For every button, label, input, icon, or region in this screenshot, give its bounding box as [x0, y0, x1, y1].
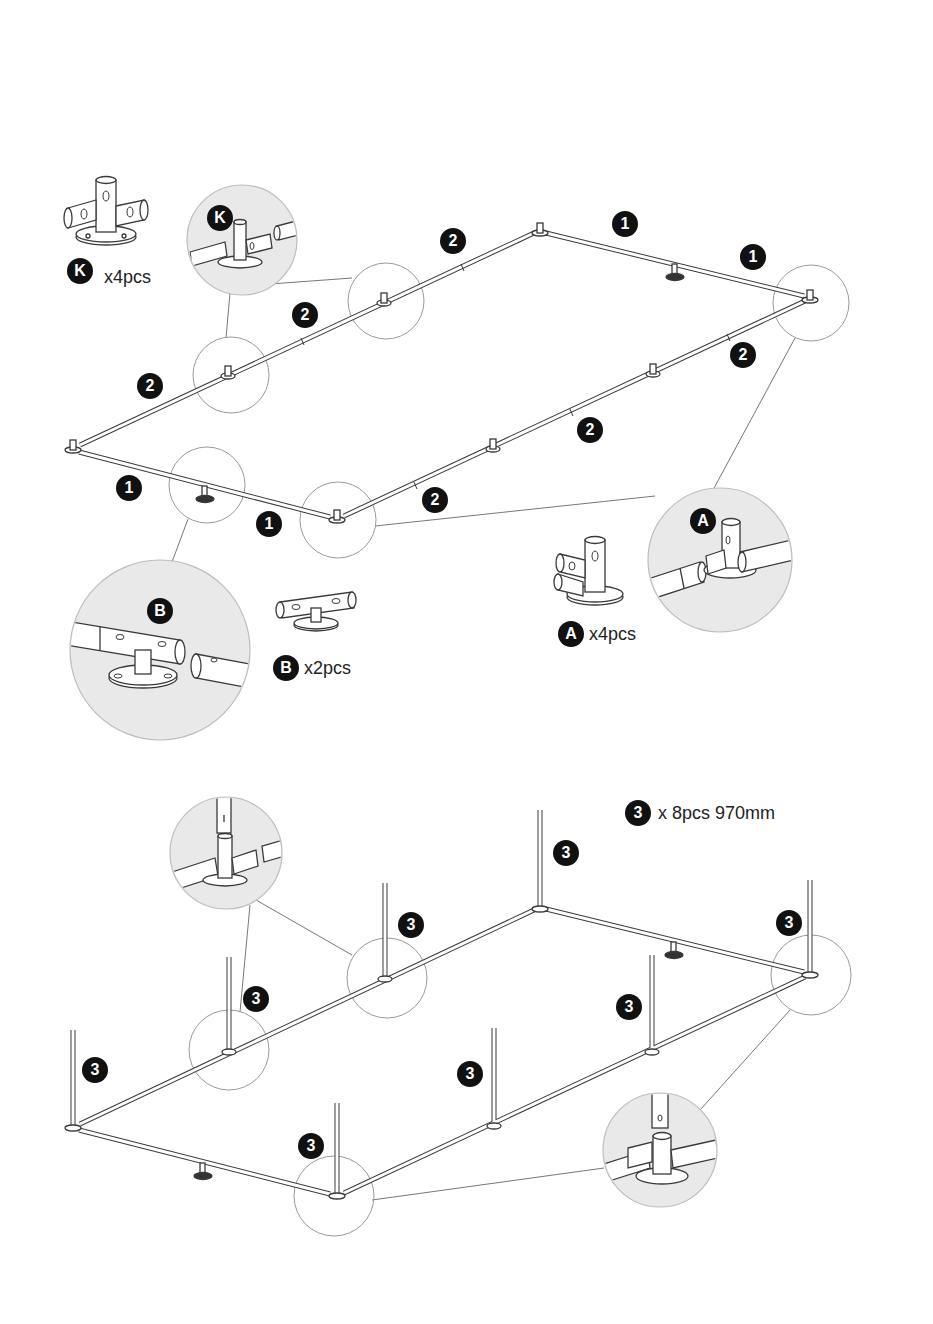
b-magnifier	[60, 560, 260, 740]
callout-number: 3	[466, 1065, 475, 1082]
callout-number: A	[697, 512, 709, 529]
callout-badge: 1	[612, 211, 638, 237]
callout-badge: B	[273, 655, 299, 681]
top-frame	[65, 223, 818, 523]
callout-badge: 3	[243, 986, 269, 1012]
callout-badge: 1	[116, 475, 142, 501]
post-magnifier	[170, 795, 292, 909]
callout-badge: A	[690, 508, 716, 534]
callout-badge: A	[558, 621, 584, 647]
callout-badge: 3	[398, 912, 424, 938]
callout-number: 3	[307, 1137, 316, 1154]
callout-number: 3	[634, 804, 643, 821]
callout-number: 2	[449, 232, 458, 249]
k-connector-icon	[64, 177, 148, 246]
callout-number: 3	[785, 914, 794, 931]
callout-number: 3	[407, 916, 416, 933]
quantity-label: x2pcs	[304, 657, 351, 679]
callout-number: B	[154, 602, 166, 619]
callout-number: 1	[749, 248, 758, 265]
callout-number: K	[74, 262, 86, 279]
quantity-label: x4pcs	[589, 623, 636, 645]
callout-badge: 3	[553, 840, 579, 866]
a-connector-icon	[554, 537, 623, 606]
quantity-label: x4pcs	[104, 266, 151, 288]
a-magnifier	[645, 488, 802, 632]
callout-number: 2	[739, 346, 748, 363]
callout-number: 3	[91, 1061, 100, 1078]
callout-badge: 2	[440, 228, 466, 254]
k-magnifier	[187, 185, 302, 295]
leader-lines-bottom	[240, 900, 790, 1200]
corner-magnifier	[603, 1092, 718, 1207]
callout-number: 3	[252, 990, 261, 1007]
callout-number: 2	[586, 421, 595, 438]
callout-badge: 1	[740, 244, 766, 270]
callout-badge: 1	[256, 511, 282, 537]
callout-number: 2	[301, 306, 310, 323]
callout-badge: 3	[776, 910, 802, 936]
callout-number: A	[565, 625, 577, 642]
callout-badge: 2	[577, 417, 603, 443]
quantity-label: x 8pcs 970mm	[658, 802, 775, 824]
callout-badge: 2	[137, 373, 163, 399]
leader-lines	[172, 278, 795, 562]
callout-number: 3	[562, 844, 571, 861]
locator-circles-bottom	[189, 935, 851, 1236]
callout-number: 1	[621, 215, 630, 232]
callout-number: 2	[431, 491, 440, 508]
callout-number: B	[280, 659, 292, 676]
callout-badge: 3	[457, 1061, 483, 1087]
callout-number: 1	[265, 515, 274, 532]
callout-badge: 3	[82, 1057, 108, 1083]
callout-number: 1	[125, 479, 134, 496]
callout-badge: 3	[616, 994, 642, 1020]
callout-badge: 3	[298, 1133, 324, 1159]
callout-number: 3	[625, 998, 634, 1015]
callout-number: 2	[146, 377, 155, 394]
callout-number: K	[214, 209, 226, 226]
b-connector-icon	[276, 592, 356, 631]
callout-badge: B	[147, 598, 173, 624]
callout-badge: 2	[422, 487, 448, 513]
callout-badge: 2	[730, 342, 756, 368]
callout-badge: 2	[292, 302, 318, 328]
callout-badge: K	[67, 258, 93, 284]
callout-badge: 3	[625, 800, 651, 826]
callout-badge: K	[207, 205, 233, 231]
